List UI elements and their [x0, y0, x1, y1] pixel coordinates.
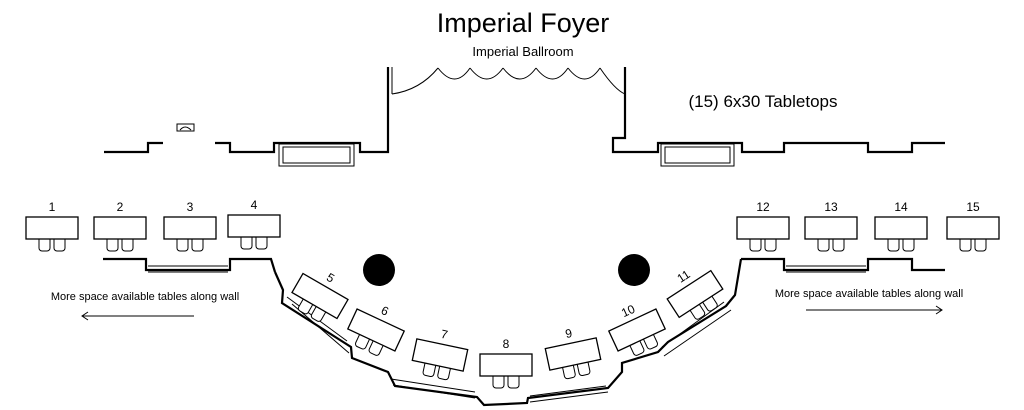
note-left: More space available tables along wall [51, 291, 239, 303]
table-top [479, 353, 533, 377]
table-number: 13 [824, 200, 838, 214]
table-number: 6 [379, 303, 391, 319]
table-top [946, 216, 1000, 240]
ballroom-label: Imperial Ballroom [472, 44, 573, 59]
table-top [736, 216, 790, 240]
table-number: 10 [619, 302, 637, 320]
table-9: 9 [544, 326, 602, 380]
column-left-icon [363, 254, 395, 286]
table-top [25, 216, 79, 240]
table-2: 2 [93, 200, 147, 252]
table-count-label: (15) 6x30 Tabletops [688, 92, 837, 111]
table-top [544, 337, 602, 371]
top-wall-left [104, 67, 390, 167]
top-wall-right [611, 67, 945, 167]
table-top [804, 216, 858, 240]
table-top [607, 308, 667, 352]
table-4: 4 [227, 198, 281, 250]
table-top [93, 216, 147, 240]
table-top [291, 272, 349, 320]
table-12: 12 [736, 200, 790, 252]
table-top [346, 308, 406, 352]
table-15: 15 [946, 200, 1000, 252]
table-top [874, 216, 928, 240]
exit-sign-icon [176, 123, 195, 132]
table-number: 12 [756, 200, 770, 214]
ballroom-doors [391, 67, 626, 95]
table-number: 14 [894, 200, 908, 214]
table-7: 7 [411, 327, 469, 381]
table-top [411, 338, 469, 372]
foyer-title: Imperial Foyer [437, 8, 610, 38]
table-number: 8 [503, 337, 510, 351]
table-top [227, 214, 281, 238]
table-3: 3 [163, 200, 217, 252]
table-number: 7 [440, 327, 450, 342]
table-6: 6 [346, 303, 406, 356]
table-number: 4 [251, 198, 258, 212]
table-5: 5 [291, 270, 349, 322]
table-number: 2 [117, 200, 124, 214]
table-14: 14 [874, 200, 928, 252]
arrow-right-icon [806, 305, 943, 315]
table-10: 10 [607, 302, 667, 356]
column-right-icon [618, 254, 650, 286]
table-number: 15 [966, 200, 980, 214]
table-number: 3 [187, 200, 194, 214]
table-1: 1 [25, 200, 79, 252]
table-8: 8 [479, 337, 533, 389]
table-top [666, 269, 724, 319]
table-11: 11 [666, 267, 724, 320]
table-top [163, 216, 217, 240]
curved-wall [103, 257, 945, 407]
arrow-left-icon [81, 311, 194, 321]
table-number: 11 [675, 267, 693, 286]
table-13: 13 [804, 200, 858, 252]
table-number: 5 [324, 270, 337, 286]
table-number: 9 [564, 326, 574, 341]
table-number: 1 [49, 200, 56, 214]
note-right: More space available tables along wall [775, 288, 963, 300]
